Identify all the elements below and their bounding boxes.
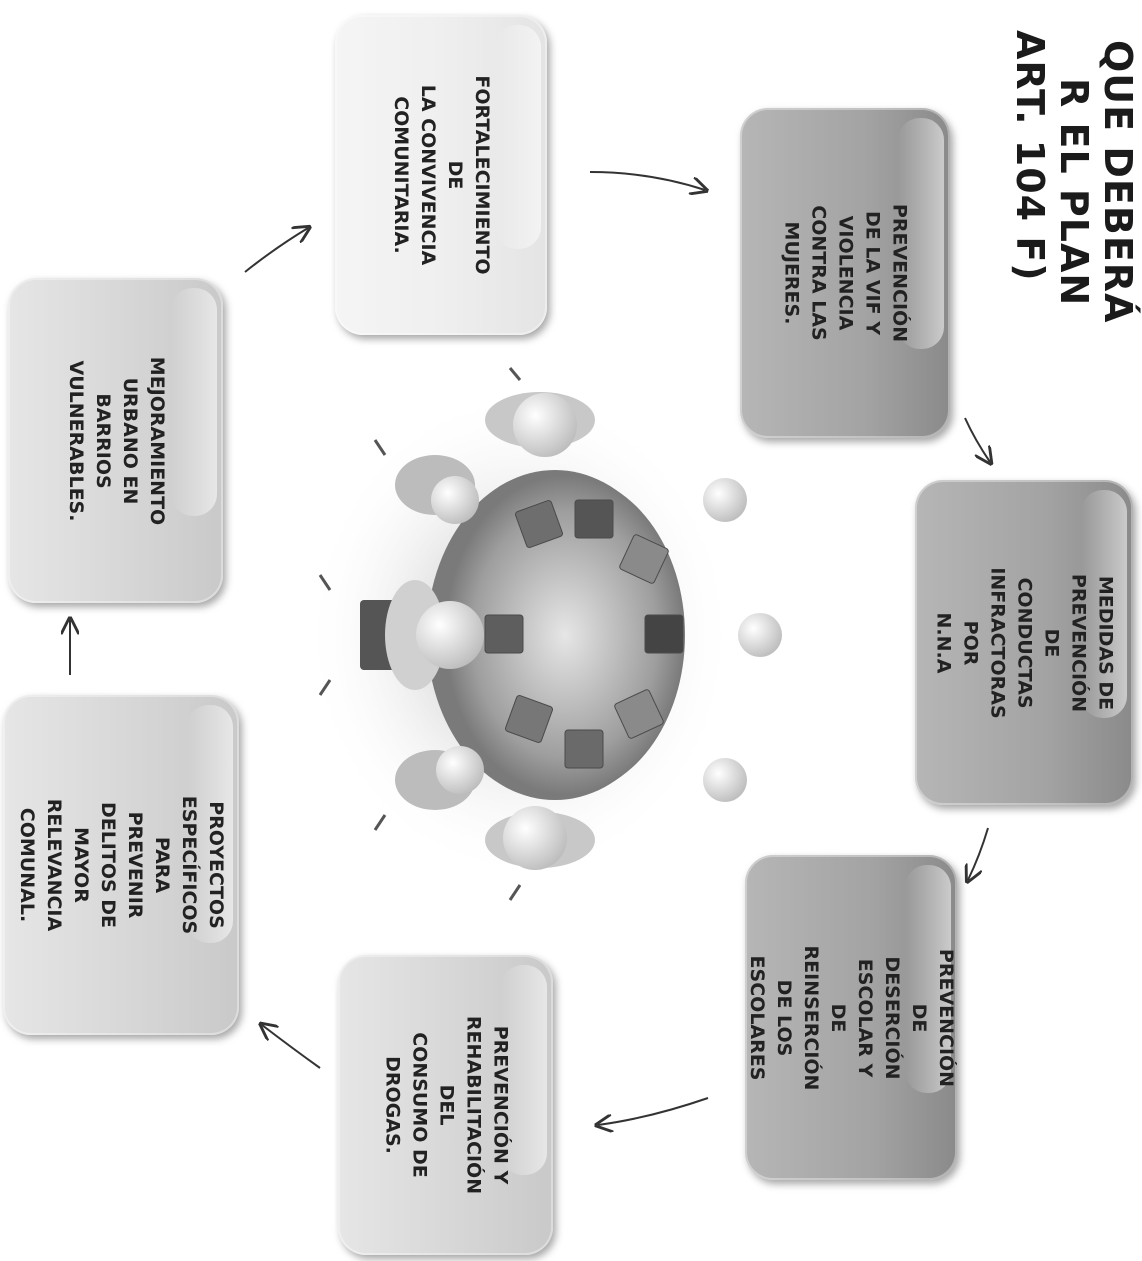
- puzzle-piece: [564, 729, 604, 769]
- card-nna: MEDIDAS DE PREVENCIÓN DE CONDUCTAS INFRA…: [915, 480, 1133, 805]
- figure-head: [416, 601, 484, 669]
- card-vif: PREVENCIÓN DE LA VIF Y VIOLENCIA CONTRA …: [740, 108, 950, 438]
- figure-head: [436, 746, 484, 794]
- puzzle-piece: [644, 614, 684, 654]
- figure-head: [513, 393, 577, 457]
- puzzle-piece: [504, 694, 554, 744]
- arrow-desercion-to-drogas: [598, 1097, 709, 1125]
- card-drogas: PREVENCIÓN Y REHABILITACIÓN DEL CONSUMO …: [338, 955, 553, 1255]
- figure-head: [738, 613, 782, 657]
- card-convivencia: FORTALECIMIENTO DE LA CONVIVENCIA COMUNI…: [335, 15, 547, 335]
- figure-head: [703, 478, 747, 522]
- round-table-illustration: [305, 367, 782, 901]
- puzzle-pieces: [484, 499, 684, 769]
- figure-head: [503, 806, 567, 870]
- puzzle-piece: [514, 499, 564, 549]
- card-mejoramiento: MEJORAMIENTO URBANO EN BARRIOS VULNERABL…: [8, 278, 223, 603]
- arrow-vif-to-nna: [964, 417, 990, 462]
- figure-head: [431, 476, 479, 524]
- figure-head: [703, 758, 747, 802]
- card-desercion: MEDIDAS DE PREVENCIÓN DE DESERCIÓN ESCOL…: [745, 855, 957, 1180]
- arrow-convivencia-to-vif: [589, 171, 705, 190]
- puzzle-piece: [614, 689, 664, 739]
- puzzle-piece: [619, 534, 669, 584]
- arrow-nna-to-desercion: [968, 827, 989, 880]
- arrow-drogas-to-proyectos: [262, 1025, 321, 1069]
- card-proyectos: PROYECTOS ESPECÍFICOS PARA PREVENIR DELI…: [3, 695, 239, 1035]
- puzzle-piece: [484, 614, 524, 654]
- puzzle-piece: [574, 499, 614, 539]
- figures: [318, 367, 782, 901]
- arrow-mejoramiento-to-convivencia: [244, 228, 308, 273]
